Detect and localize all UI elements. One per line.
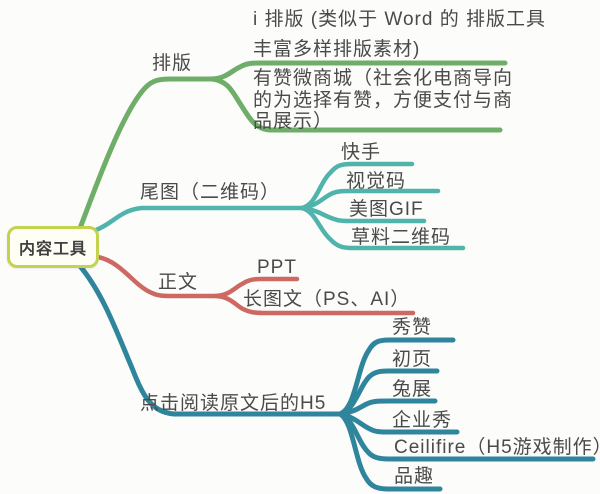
- branch-weitu-shijuema: [299, 188, 441, 211]
- root-node-label: 内容工具: [18, 241, 87, 258]
- leaf-chuye: 初页: [392, 349, 433, 370]
- node-youzan-line3: 品展示）: [253, 111, 334, 132]
- branch-paiban-trunk: [76, 76, 215, 234]
- branch-h5-xiuzan: [337, 337, 456, 417]
- branch-zhengwen-ppt: [213, 276, 300, 299]
- branch-paiban-fork-ipaiban: [209, 60, 508, 82]
- branch-paiban-fork-youzan: [209, 76, 503, 133]
- node-paiban: 排版: [152, 53, 193, 74]
- branch-h5-pinqu: [337, 411, 443, 492]
- branch-h5-chuye: [337, 368, 440, 417]
- leaf-changtuwen: 长图文（PS、AI）: [243, 289, 411, 310]
- leaf-kuaishou: 快手: [341, 142, 382, 163]
- branch-h5-trunk: [77, 263, 343, 417]
- leaf-caoliao-erweima: 草料二维码: [351, 227, 452, 248]
- leaf-shijuema: 视觉码: [346, 171, 407, 192]
- branch-weitu-kuaishou: [299, 161, 415, 211]
- leaf-xiuzan: 秀赞: [392, 317, 433, 338]
- branch-h5-lines: [77, 263, 596, 492]
- root-node-neirong-gongju: 内容工具: [7, 226, 99, 268]
- leaf-meitu-gif: 美图GIF: [349, 199, 424, 220]
- branch-zhengwen-lines: [95, 254, 416, 316]
- node-ipaiban-line1: i 排版 (类似于 Word 的 排版工具: [253, 9, 546, 30]
- node-youzan-line1: 有赞微商城（社会化电商导向: [253, 68, 514, 89]
- branch-weitu-caoliao: [299, 205, 466, 251]
- leaf-ppt: PPT: [257, 257, 297, 278]
- node-ipaiban-line2: 丰富多样排版素材): [253, 39, 421, 60]
- branch-h5-tuzhan: [337, 398, 438, 417]
- branch-weitu-lines: [93, 161, 466, 251]
- branch-paiban-lines: [76, 60, 508, 234]
- leaf-pinqu: 品趣: [394, 466, 435, 487]
- branch-weitu-trunk: [93, 205, 305, 233]
- leaf-tuzhan: 兔展: [392, 379, 433, 400]
- branch-weitu-meitugif: [299, 205, 427, 224]
- branch-h5-ceilifire: [337, 411, 596, 462]
- branch-zhengwen-trunk: [95, 254, 219, 299]
- branch-h5-qiyexiu: [337, 411, 460, 435]
- branch-zhengwen-changtuwen: [213, 293, 416, 316]
- node-h5: 点击阅读原文后的H5: [140, 393, 327, 414]
- node-weitu-erweima: 尾图（二维码）: [140, 182, 281, 203]
- leaf-ceilifire: Ceilifire（H5游戏制作）: [394, 437, 600, 458]
- node-zhengwen: 正文: [158, 272, 199, 293]
- leaf-qiyexiu: 企业秀: [392, 410, 453, 431]
- node-youzan-line2: 的为选择有赞，方便支付与商: [253, 90, 514, 111]
